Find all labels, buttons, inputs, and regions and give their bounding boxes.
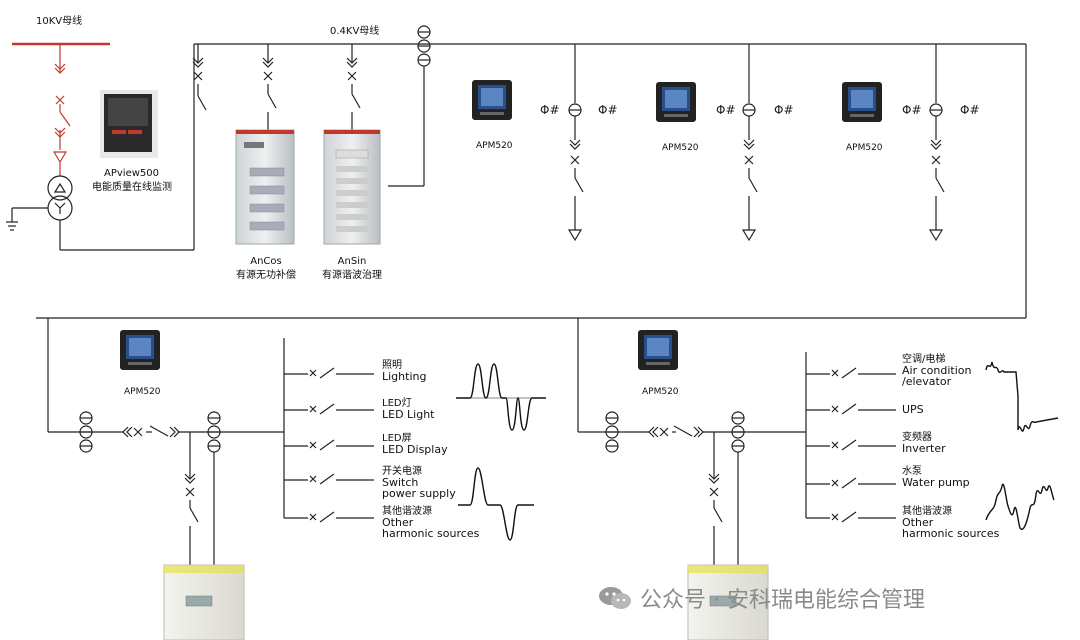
watermark-text: 公众号 · 安科瑞电能综合管理 xyxy=(640,588,925,613)
left-load-switch-4 xyxy=(284,473,374,485)
distribution-box-left xyxy=(163,564,245,640)
load-water-pump-en: Water pump xyxy=(902,476,970,489)
apm-label-5: APM520 xyxy=(642,387,679,397)
phase-symbols: Φ# Φ# Φ# Φ# Φ# Φ# xyxy=(540,103,980,117)
load-led-display-cn: LED屏 xyxy=(382,433,412,444)
ancos-model-label: AnCos xyxy=(250,256,282,267)
load-air-condition-cn: 空调/电梯 xyxy=(902,354,946,365)
ancos-desc-label: 有源无功补偿 xyxy=(236,270,296,281)
load-other-harmonic-right-en: Other harmonic sources xyxy=(902,516,1000,540)
load-ups-en: UPS xyxy=(902,403,924,416)
apm520-meter-3 xyxy=(842,82,882,122)
outgoing-feeder-2 xyxy=(741,44,758,242)
svg-text:Φ#: Φ# xyxy=(960,103,980,117)
wechat-icon xyxy=(598,585,632,611)
apm520-meter-4 xyxy=(120,330,160,370)
load-inverter-cn: 变频器 xyxy=(902,432,932,443)
ancos-cabinet xyxy=(235,129,295,245)
load-air-condition-en: Air condition /elevator xyxy=(902,364,972,388)
left-load-switch-5 xyxy=(284,511,374,523)
transformer xyxy=(6,44,195,251)
lower-right-branch xyxy=(577,318,807,565)
lower-left-branch xyxy=(47,318,285,565)
load-switch-power-en: Switch power supply xyxy=(382,476,456,500)
load-other-harmonic-right-cn: 其他谐波源 xyxy=(902,506,952,517)
apm-label-1: APM520 xyxy=(476,141,513,151)
svg-text:Φ#: Φ# xyxy=(598,103,618,117)
left-load-switch-1 xyxy=(284,367,374,379)
waveform-air-condition xyxy=(985,361,1059,432)
compensator-feeders xyxy=(192,44,361,132)
outgoing-feeder-1 xyxy=(567,44,584,242)
left-load-switch-3 xyxy=(284,439,374,451)
load-led-light-en: LED Light xyxy=(382,408,435,421)
load-lighting-cn: 照明 xyxy=(382,360,402,371)
load-inverter-en: Inverter xyxy=(902,442,946,455)
apm520-meter-5 xyxy=(638,330,678,370)
right-load-switch-3 xyxy=(806,439,896,451)
apview-model-label: APview500 xyxy=(104,168,159,179)
waveform-inverter xyxy=(985,483,1055,530)
apm-label-4: APM520 xyxy=(124,387,161,397)
bus-10kv-label: 10KV母线 xyxy=(36,16,83,27)
right-load-switches xyxy=(806,367,896,523)
bus-ct xyxy=(388,25,431,187)
apm520-meters xyxy=(120,80,882,370)
svg-text:Φ#: Φ# xyxy=(902,103,922,117)
ansin-desc-label: 有源谐波治理 xyxy=(322,270,382,281)
load-other-harmonic-left-en: Other harmonic sources xyxy=(382,516,480,540)
apm520-meter-2 xyxy=(656,82,696,122)
hv-feeder xyxy=(52,44,71,176)
load-water-pump-cn: 水泵 xyxy=(902,466,922,477)
right-load-switch-5 xyxy=(806,511,896,523)
distribution-box-right xyxy=(687,564,769,640)
svg-text:Φ#: Φ# xyxy=(774,103,794,117)
svg-text:Φ#: Φ# xyxy=(540,103,560,117)
ansin-model-label: AnSin xyxy=(337,256,367,267)
right-load-switch-2 xyxy=(806,403,896,415)
right-load-switch-4 xyxy=(806,477,896,489)
ansin-cabinet xyxy=(323,129,381,245)
outgoing-feeder-3 xyxy=(928,44,945,242)
load-other-harmonic-left-cn: 其他谐波源 xyxy=(382,506,432,517)
load-led-display-en: LED Display xyxy=(382,443,448,456)
apm520-meter-1 xyxy=(472,80,512,120)
load-switch-power-cn: 开关电源 xyxy=(382,466,422,477)
left-load-switch-2 xyxy=(284,403,374,415)
watermark: 公众号 · 安科瑞电能综合管理 xyxy=(598,582,925,614)
waveform-switch-power xyxy=(458,467,534,541)
left-load-switches xyxy=(284,367,374,523)
apview500-device xyxy=(100,90,158,158)
apview-desc-label: 电能质量在线监测 xyxy=(92,182,172,193)
right-load-switch-1 xyxy=(806,367,896,379)
waveform-lighting-led xyxy=(456,363,546,431)
apm-label-3: APM520 xyxy=(846,143,883,153)
svg-text:Φ#: Φ# xyxy=(716,103,736,117)
apm-label-2: APM520 xyxy=(662,143,699,153)
load-ups: UPS xyxy=(902,404,924,415)
load-led-light-cn: LED灯 xyxy=(382,398,412,409)
load-lighting-en: Lighting xyxy=(382,370,427,383)
bus-04kv-label: 0.4KV母线 xyxy=(330,26,380,37)
